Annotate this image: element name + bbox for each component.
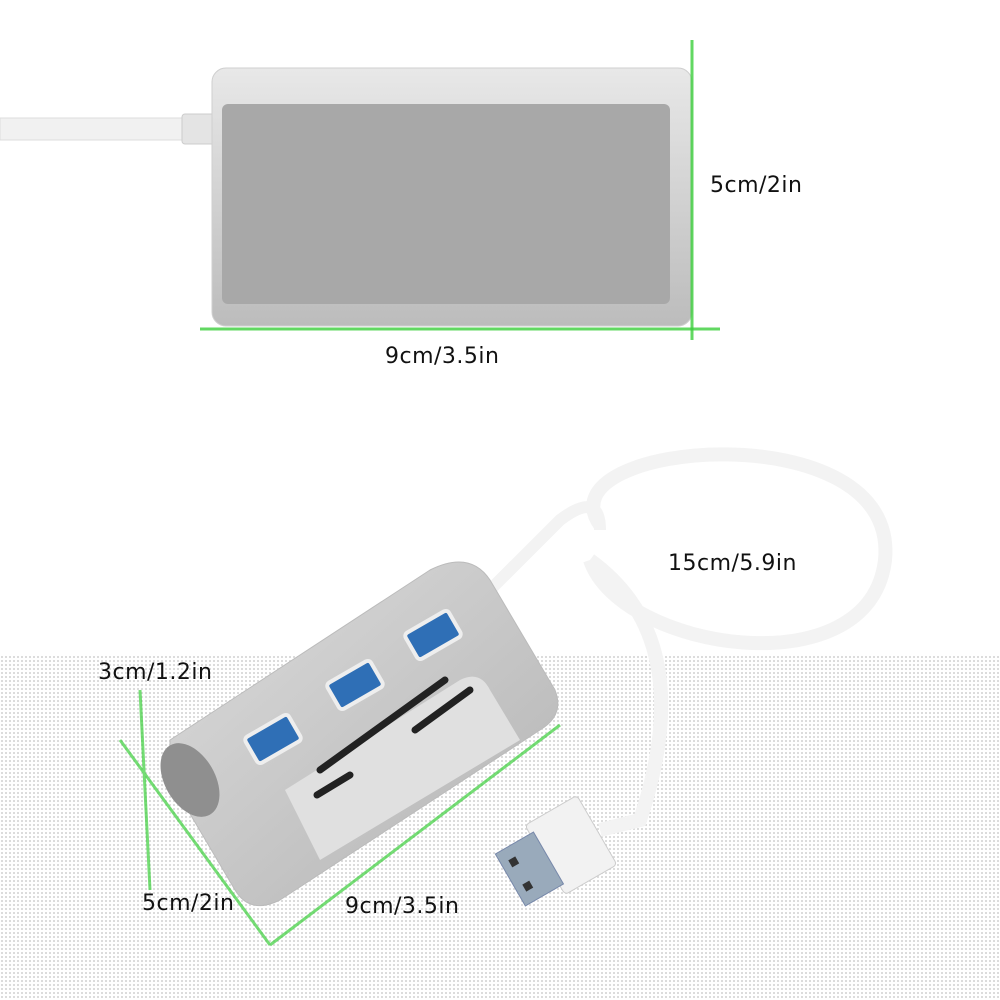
- cable-loop: [583, 447, 893, 651]
- usb-a-plug: [494, 796, 616, 907]
- cable-length-label: 15cm/5.9in: [668, 551, 797, 576]
- hub-top-view: [0, 40, 720, 340]
- card-slots: [313, 676, 474, 799]
- usb-cable: [0, 117, 201, 141]
- cable-strain-relief: [181, 113, 217, 145]
- angled-depth-label: 5cm/2in: [142, 891, 235, 916]
- usb-port: [325, 658, 385, 712]
- angled-height-label: 3cm/1.2in: [98, 660, 213, 685]
- hub-end-cap: [160, 743, 220, 817]
- usb-port: [243, 712, 303, 766]
- usb-ports: [243, 608, 463, 766]
- card-reader-panel: [285, 676, 520, 860]
- top-height-label: 5cm/2in: [710, 173, 803, 198]
- hub-top-panel: [222, 104, 670, 304]
- hub-body: [169, 561, 559, 907]
- hub-angled-view: [118, 447, 893, 947]
- top-width-label: 9cm/3.5in: [385, 344, 500, 369]
- usb-port: [403, 608, 463, 662]
- dimension-guide-lines: [118, 689, 561, 947]
- angled-width-label: 9cm/3.5in: [345, 894, 460, 919]
